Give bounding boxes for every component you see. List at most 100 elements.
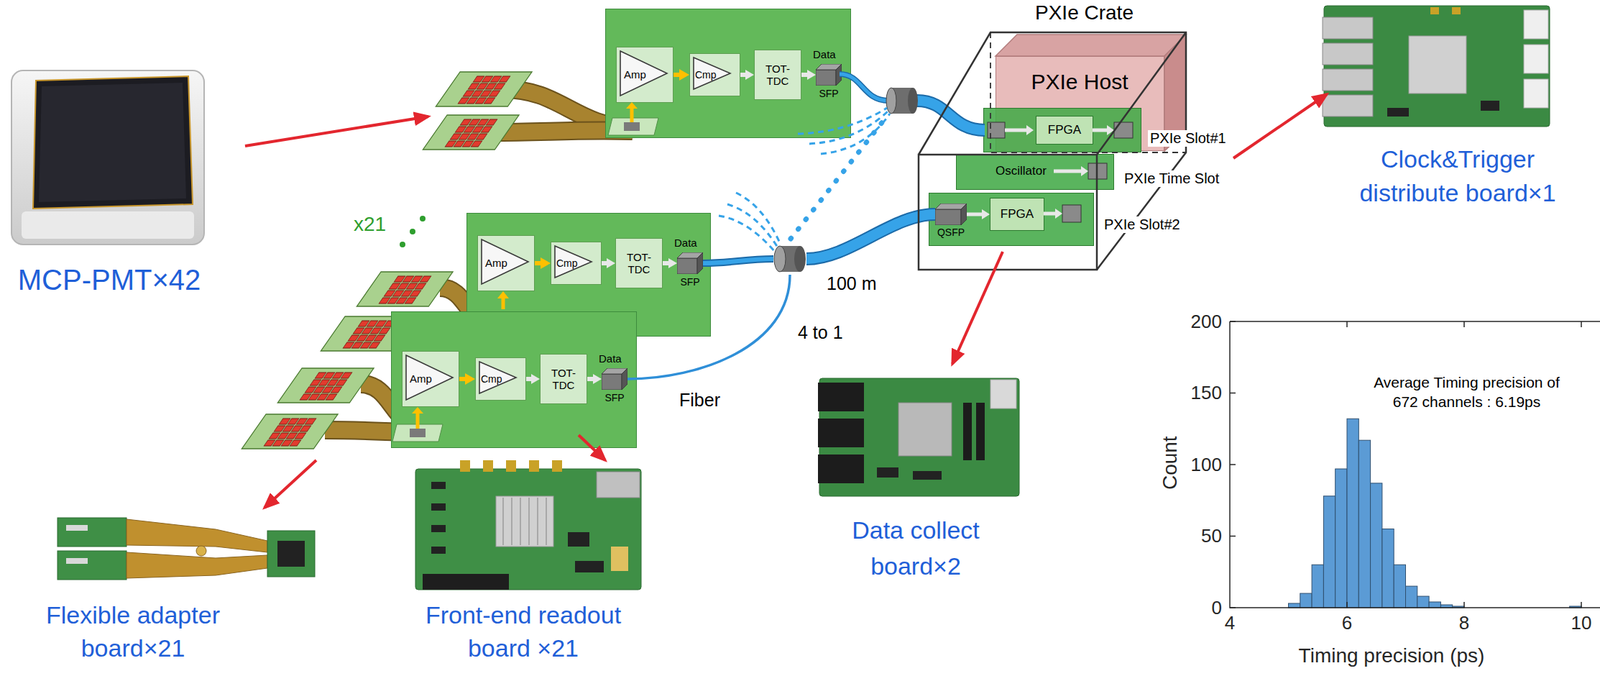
flex-connectors xyxy=(392,102,659,442)
decor-rect xyxy=(1387,107,1409,117)
data-collect-board-photo xyxy=(817,378,1020,496)
signal-arrow xyxy=(459,373,476,385)
sfp-module-text: SFP xyxy=(598,391,631,404)
decor-use xyxy=(422,115,519,150)
decor-rect xyxy=(817,382,864,412)
decor-path xyxy=(839,74,889,101)
decor-rect xyxy=(529,460,540,472)
other-fibers xyxy=(718,107,890,252)
decor-rect xyxy=(1358,439,1370,608)
signal-arrow xyxy=(673,69,690,81)
decor-rect xyxy=(1335,468,1347,608)
fiber-cable xyxy=(702,258,774,264)
data-arrow xyxy=(587,373,602,384)
decor-polygon xyxy=(608,117,659,136)
readout-board: DataAmpCmpTOT-TDCSFP xyxy=(605,8,852,139)
decor-rect xyxy=(66,524,88,531)
decor-rect xyxy=(567,531,590,547)
sfp-module: SFP xyxy=(815,63,842,86)
decor-path xyxy=(503,497,547,545)
decor-path xyxy=(736,192,781,245)
decor-rect xyxy=(623,122,640,131)
tick-label: 8 xyxy=(1449,612,1479,634)
module-side xyxy=(621,368,628,390)
decor-rect xyxy=(431,524,446,532)
decor-circle xyxy=(419,215,426,222)
sfp-module-text: SFP xyxy=(812,87,845,100)
decor-polygon xyxy=(126,518,268,553)
tick-label: 100 xyxy=(1178,454,1222,476)
decor-rect xyxy=(819,378,1020,496)
comparator-box-text: Cmp xyxy=(695,69,717,81)
decor-rect xyxy=(506,460,517,472)
tick-label: 0 xyxy=(1178,597,1222,619)
connector-face xyxy=(774,245,786,272)
decor-rect xyxy=(1417,595,1429,608)
decor-polygon xyxy=(1081,166,1089,177)
fpga-box-text: FPGA xyxy=(1000,207,1034,222)
edge-label: Fiber xyxy=(679,389,721,411)
tdc-box-text: TOT-TDC xyxy=(759,62,797,88)
arrow-head xyxy=(592,373,602,384)
top-fiber-connector xyxy=(886,87,918,114)
amplifier-box-text: Amp xyxy=(623,68,647,81)
decor-path xyxy=(918,32,1186,270)
flexible-adapter-photo xyxy=(57,517,315,580)
sfp-module-text: SFP xyxy=(674,276,706,288)
data-arrow xyxy=(662,258,678,269)
decor-path xyxy=(1004,130,1107,214)
qsfp-module: QSFP xyxy=(935,203,967,225)
slot-card-text: PXIe Slot#2 xyxy=(1101,216,1183,233)
axis-title: Timing precision (ps) xyxy=(1247,644,1536,668)
tick-label: 50 xyxy=(1178,525,1222,547)
decor-rect xyxy=(1323,495,1335,608)
decor-path xyxy=(501,297,506,310)
connector-line xyxy=(534,260,543,266)
decor-rect xyxy=(1523,44,1549,74)
connector-line xyxy=(966,212,984,217)
cube-shape xyxy=(815,63,842,86)
arrow-head xyxy=(540,257,551,269)
decor-use xyxy=(435,71,532,107)
connector-line xyxy=(662,260,670,266)
mcp-pmt-photo xyxy=(11,70,205,245)
decor-rect xyxy=(57,517,127,547)
decor-path xyxy=(952,251,1003,364)
fiber-connector: 4 to 1 xyxy=(773,242,807,275)
decor-rect xyxy=(990,379,1017,409)
decor-polygon xyxy=(33,76,193,209)
decor-path xyxy=(264,460,317,508)
arrow-head xyxy=(981,209,990,220)
decor-rect xyxy=(552,460,563,472)
decor-rect xyxy=(1323,5,1550,127)
connector-line xyxy=(801,72,809,77)
decor-rect xyxy=(11,70,205,245)
sfp-module: SFP xyxy=(601,368,628,390)
decor-rect xyxy=(1393,564,1406,608)
decor-rect xyxy=(431,503,446,511)
comparator-box-text: Cmp xyxy=(556,257,578,269)
amplifier-box: Amp xyxy=(401,350,460,407)
decor-rect xyxy=(1480,100,1500,111)
decor-path xyxy=(917,100,985,131)
axis-title: Count xyxy=(1158,439,1182,490)
decor-rect xyxy=(891,87,913,114)
slot-card: PXIe Slot#1FPGA xyxy=(983,107,1142,153)
tdc-box: TOT-TDC xyxy=(753,49,802,100)
histogram xyxy=(1229,321,1600,608)
sfp-module: SFP xyxy=(677,252,703,274)
decor-rect xyxy=(1408,35,1467,94)
edge-label: 100 m xyxy=(826,273,877,294)
tdc-box-text: TOT-TDC xyxy=(544,366,583,392)
decor-path xyxy=(718,215,775,252)
readout-board-text: Data xyxy=(598,352,622,365)
decor-rect xyxy=(1452,605,1465,608)
decor-polygon xyxy=(392,424,443,442)
slot-card: OscillatorPXIe Time Slot xyxy=(955,153,1115,190)
decor-ellipse xyxy=(907,87,918,114)
decor-polygon xyxy=(1106,125,1115,136)
amplifier-triangle xyxy=(479,361,517,394)
decor-path xyxy=(1233,94,1327,159)
decor-rect xyxy=(21,211,195,239)
comparator-box: Cmp xyxy=(550,241,602,285)
